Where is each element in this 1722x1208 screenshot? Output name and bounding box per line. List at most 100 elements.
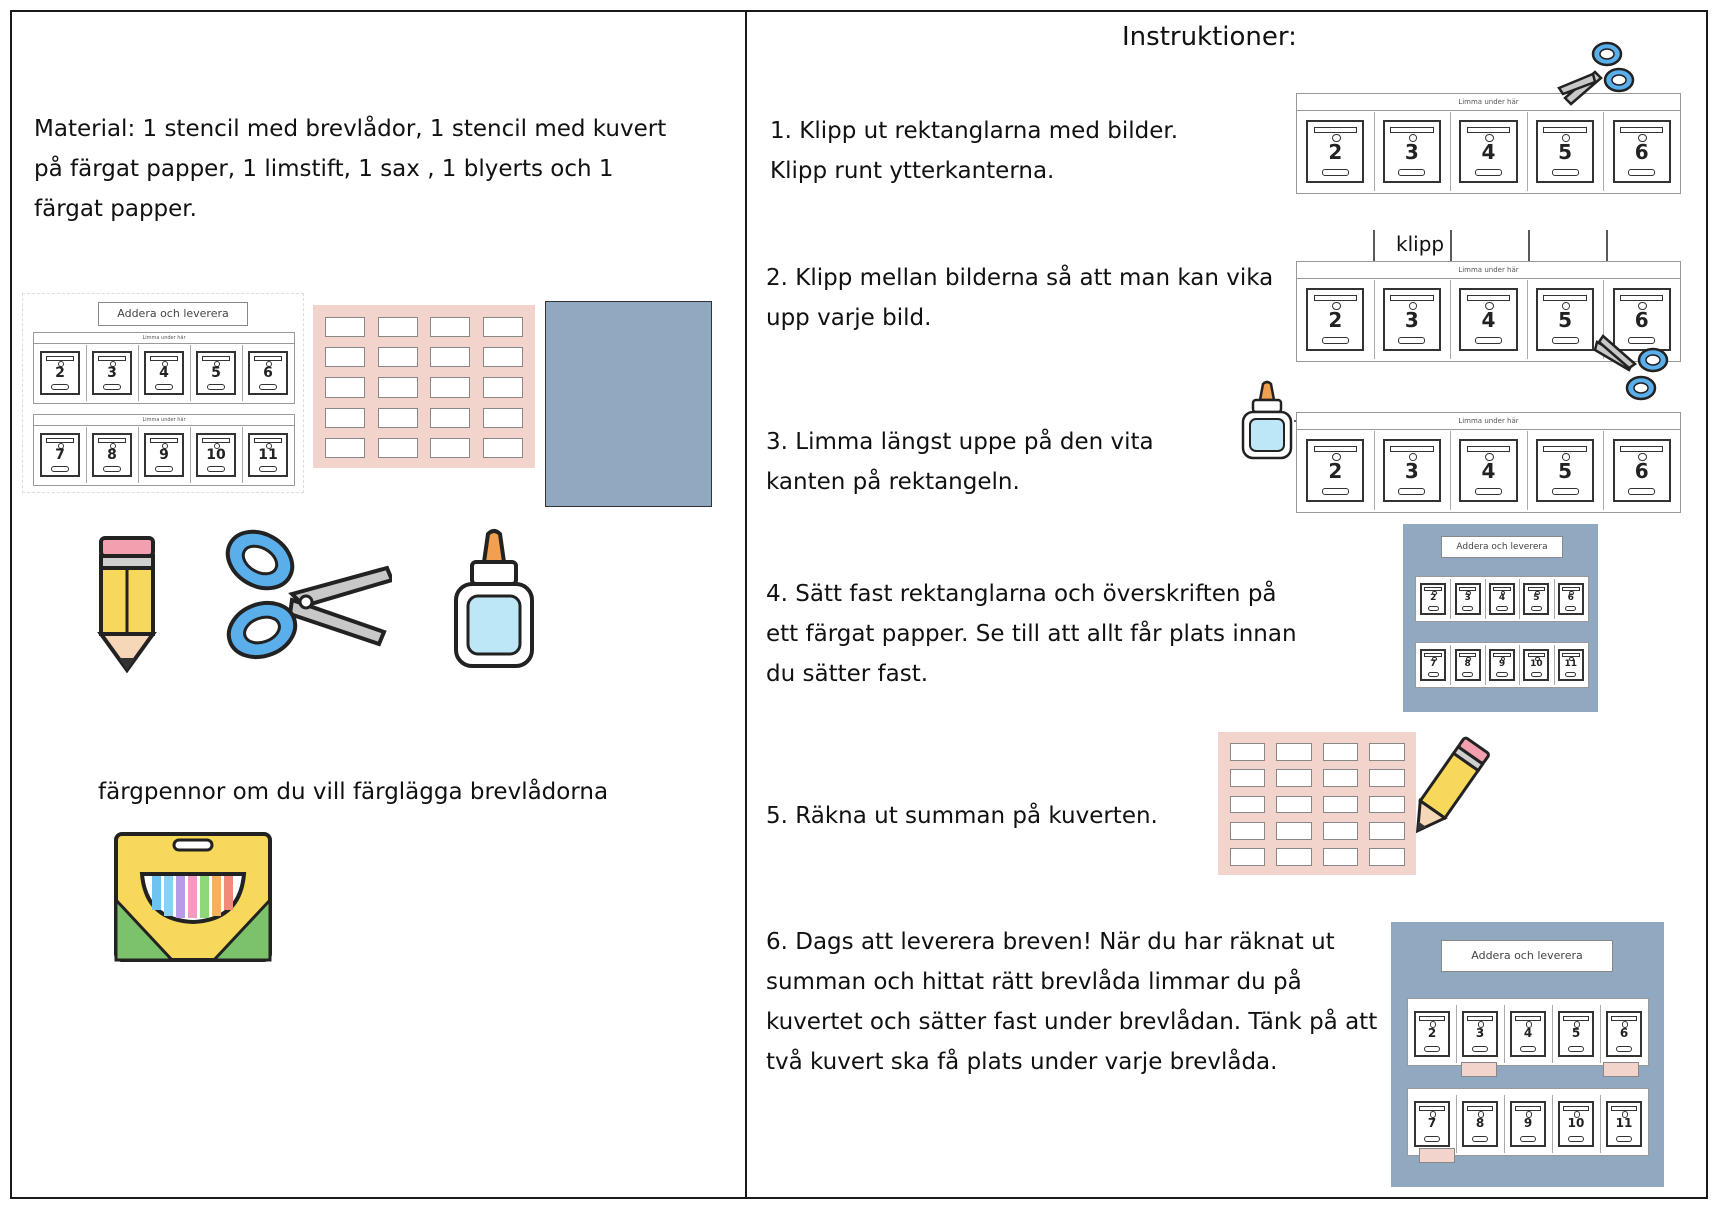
material-line-3: färgat papper.	[34, 196, 197, 222]
mailbox-cell: 6	[1554, 579, 1588, 619]
mailbox-number: 8	[1464, 659, 1471, 670]
mailbox-number: 5	[1533, 593, 1540, 604]
strip-header: Limma under här	[34, 415, 294, 426]
mailbox-icon: 5	[1535, 119, 1595, 184]
mailbox-cell: 9	[138, 427, 191, 483]
mailbox-icon: 4	[1459, 119, 1518, 184]
envelope-card	[430, 317, 471, 338]
envelope-card	[377, 317, 418, 338]
mailbox-number: 2	[1328, 139, 1343, 164]
mailbox-number: 7	[55, 446, 65, 463]
mailbox-number: 5	[1558, 458, 1573, 483]
poster-title: Addera och leverera	[1441, 536, 1563, 558]
mailbox-cell: 5	[1527, 431, 1605, 510]
mailbox-icon: 8	[92, 432, 132, 478]
mailbox-cell: 5	[1552, 1005, 1601, 1063]
mailbox-icon: 3	[1454, 583, 1481, 615]
mailbox-cell: 6	[1603, 112, 1680, 191]
mailbox-cell: 7	[1408, 1095, 1457, 1153]
mailbox-icon: 6	[1612, 438, 1671, 503]
attached-envelope	[1603, 1062, 1639, 1077]
mailbox-number: 10	[1567, 1115, 1585, 1130]
step3-line-2: kanten på rektangeln.	[766, 469, 1020, 495]
mailbox-number: 5	[1558, 307, 1573, 332]
mailbox-icon: 6	[1605, 1010, 1643, 1058]
envelope-card	[1369, 743, 1405, 761]
mailbox-icon: 11	[248, 432, 288, 478]
envelope-card	[1322, 795, 1359, 814]
mailbox-cell: 2	[1408, 1005, 1457, 1063]
envelope-card	[1276, 795, 1312, 814]
page-frame	[10, 10, 1708, 1199]
mailbox-cell: 2	[1416, 579, 1452, 619]
mailbox-number: 8	[1475, 1115, 1485, 1130]
envelope-card	[430, 407, 471, 428]
mailbox-icon: 6	[1612, 119, 1671, 184]
mailbox-number: 6	[263, 364, 273, 381]
mailbox-number: 6	[1567, 593, 1574, 604]
envelope-card	[1369, 848, 1405, 866]
mailbox-number: 2	[1427, 1025, 1437, 1040]
mailbox-cell: 8	[86, 427, 139, 483]
step4-line-1: 4. Sätt fast rektanglarna och överskrift…	[766, 581, 1277, 607]
mailbox-icon: 2	[1306, 119, 1365, 184]
envelope-card	[377, 437, 418, 458]
mailbox-icon: 6	[248, 350, 288, 396]
envelope-card	[377, 407, 418, 428]
mailbox-icon: 3	[1382, 438, 1441, 503]
mailbox-number: 7	[1430, 659, 1437, 670]
mailbox-icon: 11	[1557, 649, 1584, 681]
mailbox-icon: 10	[1557, 1100, 1595, 1148]
envelope-card	[325, 347, 366, 368]
mailbox-icon: 2	[1306, 438, 1365, 503]
crayon-box-icon	[114, 832, 272, 962]
mailbox-icon: 2	[1413, 1010, 1451, 1058]
mailbox-number: 9	[1498, 659, 1506, 670]
mailbox-cell: 3	[86, 345, 139, 401]
mailbox-cell: 2	[34, 345, 87, 401]
envelope-card	[325, 407, 366, 428]
envelope-card	[482, 347, 523, 368]
mailbox-cell: 10	[190, 427, 243, 483]
mailbox-icon: 6	[1612, 287, 1671, 352]
step4-line-2: ett färgat papper. Se till att allt får …	[766, 621, 1297, 647]
mailbox-icon: 4	[144, 350, 184, 396]
mailbox-number: 5	[211, 364, 221, 381]
mailbox-number: 3	[1475, 1025, 1485, 1040]
mailbox-number: 10	[206, 446, 226, 463]
scissors-icon	[1593, 334, 1669, 401]
envelope-card	[1276, 848, 1312, 866]
strip-header: Limma under här	[1297, 262, 1680, 279]
mailbox-icon: 5	[196, 350, 236, 396]
mailbox-icon: 8	[1454, 649, 1481, 681]
mailbox-number: 11	[258, 446, 278, 463]
pencil-icon	[1415, 736, 1490, 834]
mailbox-icon: 9	[1509, 1100, 1547, 1148]
scissors-icon	[1557, 41, 1635, 106]
mailbox-number: 7	[1427, 1115, 1437, 1130]
envelope-sheet	[313, 305, 535, 468]
mailbox-cell: 3	[1374, 280, 1452, 359]
glue-icon	[454, 529, 534, 668]
mailbox-number: 9	[1523, 1115, 1533, 1130]
crayons-caption: färgpennor om du vill färglägga brevlådo…	[98, 779, 609, 805]
poster-title: Addera och leverera	[1441, 940, 1613, 972]
mailbox-cell: 11	[1554, 645, 1588, 685]
mailbox-cell: 4	[1450, 431, 1528, 510]
step1-line-1: 1. Klipp ut rektanglarna med bilder.	[770, 118, 1179, 144]
colored-paper	[545, 301, 712, 507]
mailbox-cell: 9	[1504, 1095, 1553, 1153]
mailbox-number: 4	[1481, 307, 1496, 332]
mailbox-icon: 9	[144, 432, 184, 478]
mailbox-cell: 8	[1450, 645, 1486, 685]
worksheet-title: Addera och leverera	[98, 302, 248, 326]
mailbox-number: 3	[1404, 139, 1419, 164]
mailbox-cell: 9	[1485, 645, 1521, 685]
